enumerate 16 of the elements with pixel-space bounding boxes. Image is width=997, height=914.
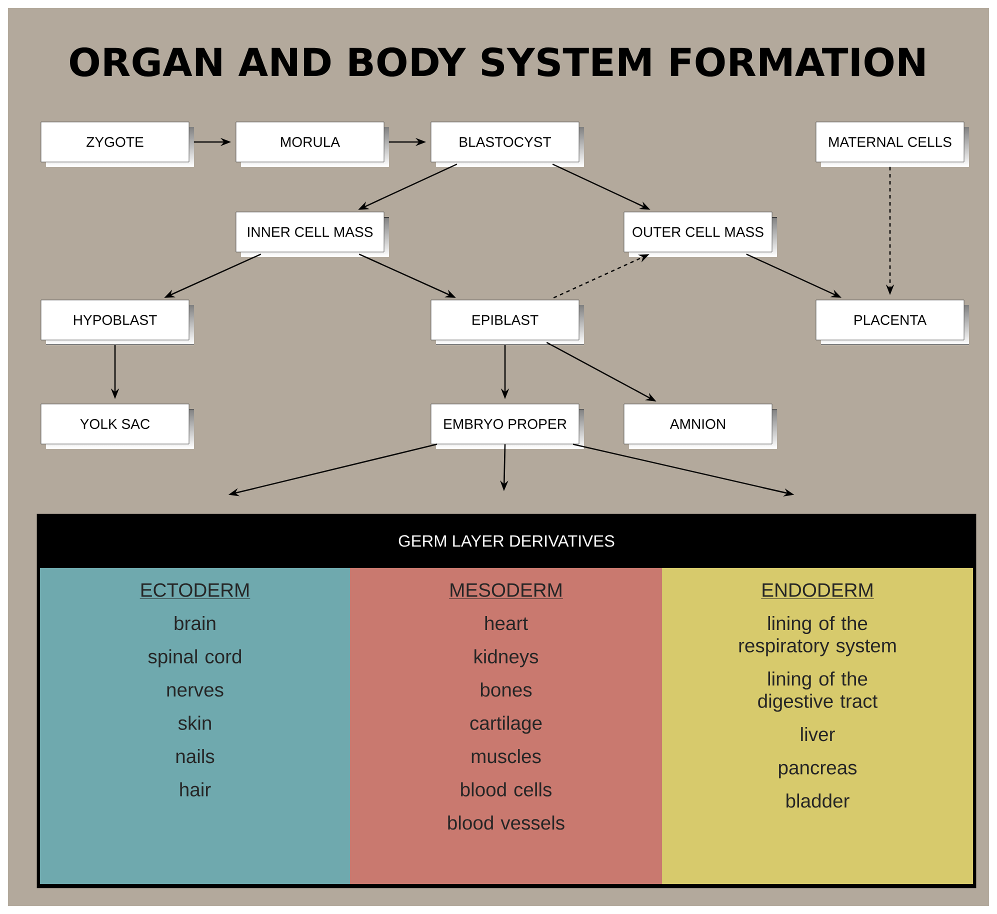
process-box: ZYGOTE xyxy=(40,122,194,167)
process-box: YOLK SAC xyxy=(40,404,194,449)
column-panel: ECTODERM brain spinal cord nerves skin nails hair xyxy=(40,568,350,884)
column-panel: MESODERM heart kidneys bones cartilage muscles blood cells blood vessels xyxy=(350,568,662,884)
process-box: OUTER CELL MASS xyxy=(624,212,778,257)
column-panel: ENDODERM lining of the respiratory system lining of the digestive tract liver pancreas bladder xyxy=(662,568,973,884)
process-box: BLASTOCYST xyxy=(430,122,584,167)
process-box: HYPOBLAST xyxy=(40,300,194,345)
process-box: MORULA xyxy=(236,122,389,167)
process-box: EMBRYO PROPER xyxy=(430,404,584,449)
process-box: PLACENTA xyxy=(816,300,970,345)
process-box: INNER CELL MASS xyxy=(236,212,389,257)
title: ORGAN AND BODY SYSTEM FORMATION xyxy=(70,47,924,77)
process-box: MATERNAL CELLS xyxy=(816,122,970,167)
process-box: AMNION xyxy=(624,404,778,449)
process-box: EPIBLAST xyxy=(430,300,584,345)
